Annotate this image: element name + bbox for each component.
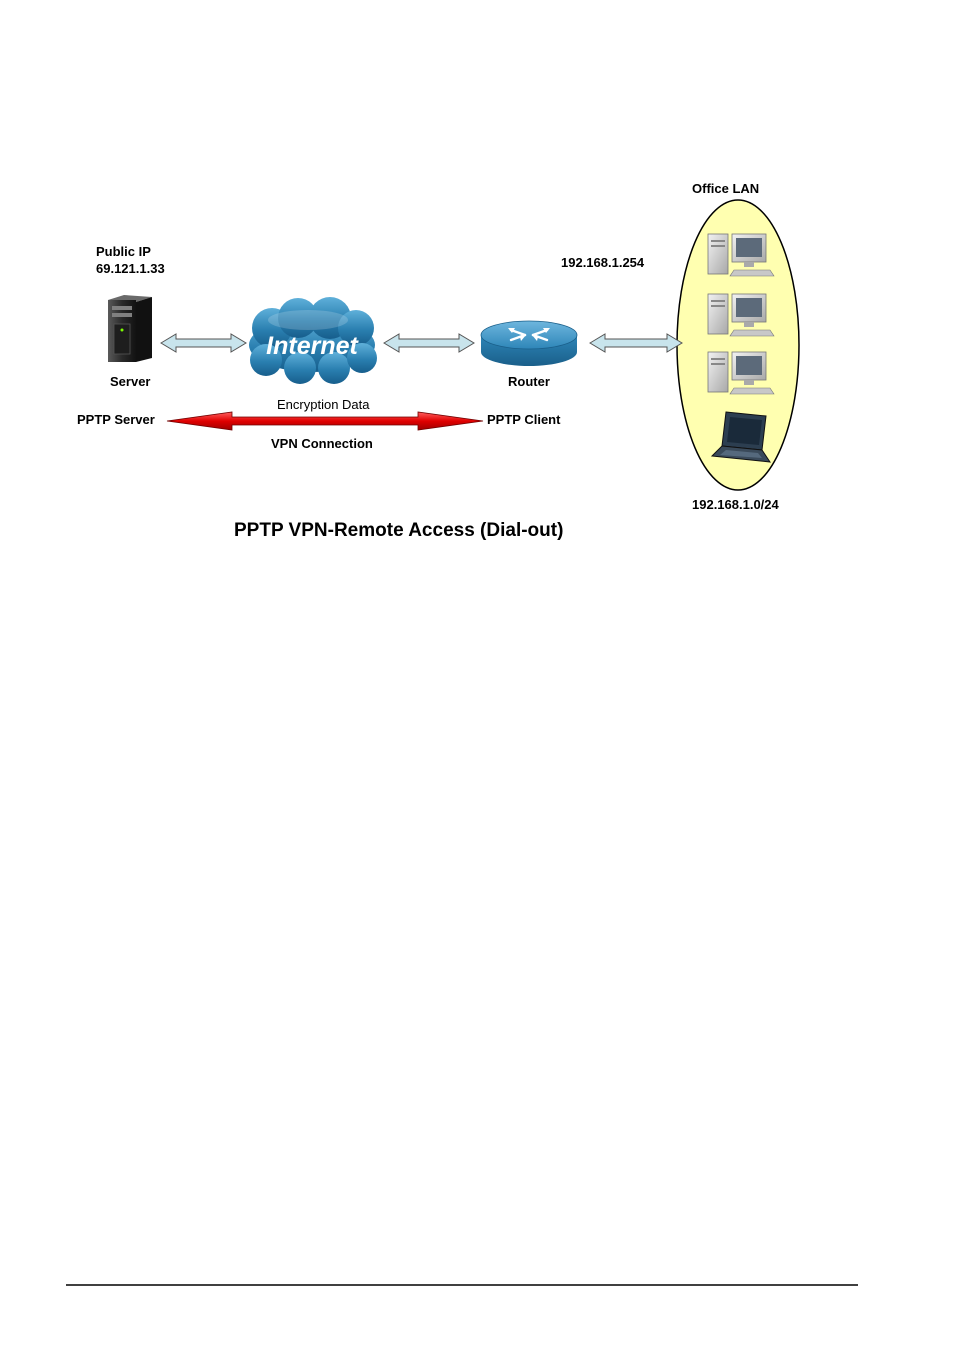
server-icon: [108, 295, 152, 362]
link-arrow-router-lan: [590, 334, 682, 352]
vpn-connection-label: VPN Connection: [271, 436, 373, 451]
router-label: Router: [508, 374, 550, 389]
public-ip-label: Public IP: [96, 244, 151, 259]
office-lan-label: Office LAN: [692, 181, 759, 196]
desktop-pc-icon: [708, 294, 774, 336]
internet-label: Internet: [266, 332, 359, 360]
pptp-client-label: PPTP Client: [487, 412, 561, 427]
desktop-pc-icon: [708, 352, 774, 394]
router-ip-label: 192.168.1.254: [561, 255, 645, 270]
lan-subnet-label: 192.168.1.0/24: [692, 497, 780, 512]
vpn-connection-arrow: [167, 412, 483, 430]
diagram-title: PPTP VPN-Remote Access (Dial-out): [234, 520, 563, 541]
pptp-server-label: PPTP Server: [77, 412, 155, 427]
encryption-data-label: Encryption Data: [277, 397, 370, 412]
internet-cloud-icon: Internet: [249, 297, 377, 384]
desktop-pc-icon: [708, 234, 774, 276]
public-ip-value: 69.121.1.33: [96, 261, 165, 276]
link-arrow-server-internet: [161, 334, 246, 352]
server-label: Server: [110, 374, 150, 389]
link-arrow-internet-router: [384, 334, 474, 352]
router-icon: [481, 321, 577, 366]
